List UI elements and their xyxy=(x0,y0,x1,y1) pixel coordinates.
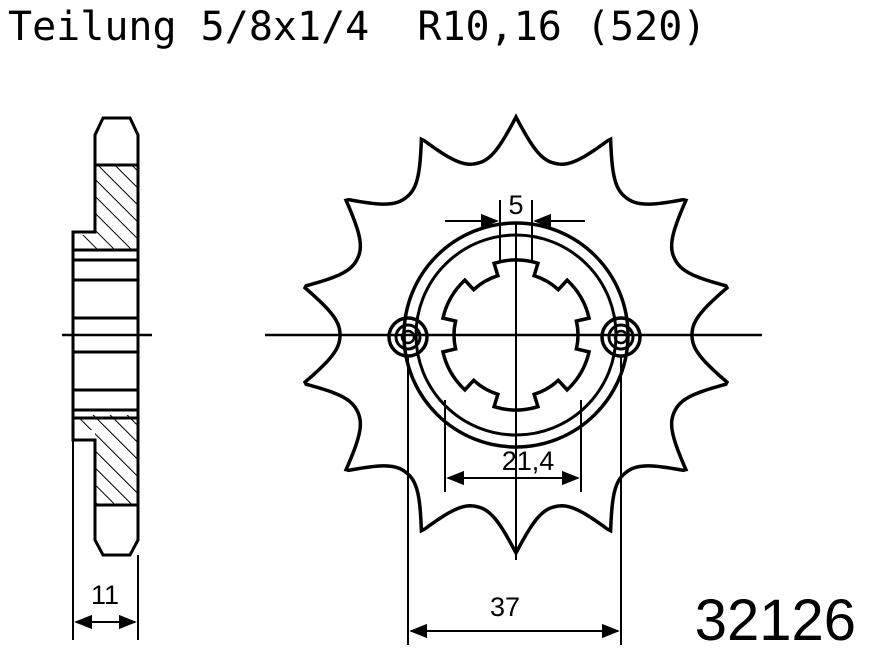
dim-key-width-label: 5 xyxy=(508,190,523,220)
bolt-hole-right xyxy=(600,316,642,358)
dim-bolt-spacing-label: 21,4 xyxy=(502,446,555,476)
part-number: 32126 xyxy=(694,588,856,653)
side-outline xyxy=(71,116,140,557)
side-upper-hatch xyxy=(80,165,138,250)
dim-outer-label: 37 xyxy=(490,592,520,622)
spline-bore xyxy=(440,258,592,412)
front-view xyxy=(265,113,762,645)
side-view xyxy=(62,116,152,640)
spec-title: Teilung 5/8x1/4 R10,16 (520) xyxy=(8,4,707,50)
dim-thickness-label: 11 xyxy=(91,580,119,610)
side-lower-hatch xyxy=(80,415,138,505)
bolt-hole-left xyxy=(387,316,429,358)
